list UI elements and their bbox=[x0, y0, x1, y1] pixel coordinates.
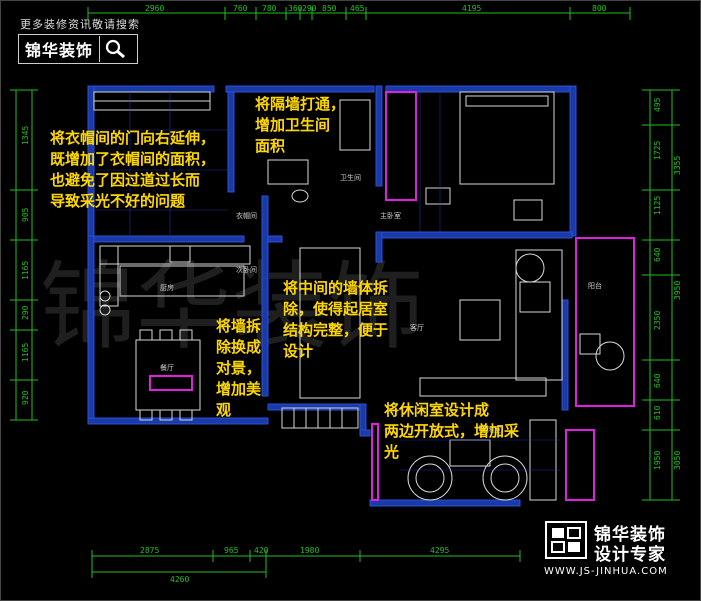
dim-right-7: 640 bbox=[653, 373, 662, 388]
dimension-bottom-labels: 2875 965 420 1980 4295 4260 bbox=[140, 546, 449, 584]
dim-left-3: 290 bbox=[21, 305, 30, 320]
room-label-balcony: 阳台 bbox=[588, 281, 602, 290]
dim-right-3: 1125 bbox=[653, 196, 662, 215]
dim-left-4: 1165 bbox=[21, 343, 30, 362]
furniture bbox=[93, 91, 625, 501]
dimension-left-labels: 1345 905 1165 290 1165 920 bbox=[21, 126, 30, 405]
note-leisure-room: 将休闲室设计成 两边开放式，增加采 光 bbox=[384, 401, 520, 461]
dim-right-6: 2350 bbox=[653, 311, 662, 330]
dim-right-2: 3355 bbox=[673, 156, 682, 175]
dimension-left bbox=[10, 89, 38, 421]
dim-top-6: 465 bbox=[350, 4, 365, 13]
dim-right-10: 3050 bbox=[673, 451, 682, 470]
dim-bottom-0: 2875 bbox=[140, 546, 159, 555]
floor-grid bbox=[94, 92, 560, 471]
search-icon[interactable] bbox=[99, 36, 130, 62]
room-label-leisure: 休闲室 bbox=[480, 425, 501, 434]
dimension-right bbox=[642, 89, 680, 501]
note-screen-wall: 将墙拆 除换成 对景， 增加美 观 bbox=[216, 317, 262, 419]
company-logo-icon bbox=[545, 521, 587, 559]
note-wardrobe: 将衣帽间的门向右延伸， 既增加了衣帽间的面积， 也避免了因过道过长而 导致采光不… bbox=[50, 129, 216, 210]
room-label-living: 客厅 bbox=[410, 323, 424, 332]
dim-left-1: 905 bbox=[21, 207, 30, 222]
footer-brand: 锦华装饰 设计专家 WWW.JS-JINHUA.COM bbox=[544, 520, 694, 580]
dim-left-0: 1345 bbox=[21, 126, 30, 145]
balcony-outlines bbox=[149, 91, 635, 501]
dim-right-5: 3950 bbox=[673, 281, 682, 300]
dim-top-0: 2960 bbox=[145, 4, 164, 13]
footer-brand-line2: 设计专家 bbox=[594, 545, 666, 565]
dim-bottom-1: 965 bbox=[224, 546, 239, 555]
dimension-top bbox=[87, 7, 631, 20]
footer-url[interactable]: WWW.JS-JINHUA.COM bbox=[544, 566, 668, 577]
dim-bottom-3: 1980 bbox=[300, 546, 319, 555]
dim-top-5: 850 bbox=[322, 4, 337, 13]
room-label-bathroom: 卫生间 bbox=[340, 173, 361, 182]
room-labels: 衣帽间 卫生间 主卧室 厨房 餐厅 客厅 阳台 休闲室 次卧间 bbox=[160, 173, 602, 434]
dim-top-3: 360 bbox=[288, 4, 303, 13]
dim-right-9: 1950 bbox=[653, 451, 662, 470]
brand-search-box[interactable]: 锦华装饰 bbox=[18, 34, 138, 64]
note-living-wall: 将中间的墙体拆 除，使得起居室 结构完整，便于 设计 bbox=[283, 279, 389, 360]
dim-top-7: 4195 bbox=[462, 4, 481, 13]
dimension-right-labels: 495 1725 3355 1125 640 3950 2350 640 610… bbox=[653, 97, 682, 470]
dimension-top-labels: 2960 760 780 360 290 850 465 4195 800 bbox=[145, 4, 607, 13]
dim-right-0: 495 bbox=[653, 97, 662, 112]
room-label-wardrobe: 衣帽间 bbox=[236, 211, 257, 220]
room-label-second: 次卧间 bbox=[236, 265, 257, 274]
dim-bottom-total: 4260 bbox=[170, 575, 189, 584]
dim-left-2: 1165 bbox=[21, 261, 30, 280]
dim-right-4: 640 bbox=[653, 247, 662, 262]
brand-name: 锦华装饰 bbox=[25, 41, 94, 60]
dim-right-8: 610 bbox=[653, 405, 662, 420]
room-label-dining: 餐厅 bbox=[160, 363, 174, 372]
room-label-kitchen: 厨房 bbox=[160, 283, 174, 292]
note-bathroom: 将隔墙打通， 增加卫生间 面积 bbox=[255, 95, 346, 155]
dim-bottom-2: 420 bbox=[254, 546, 269, 555]
dimension-bottom bbox=[91, 550, 521, 578]
dim-top-8: 800 bbox=[592, 4, 607, 13]
dim-bottom-4: 4295 bbox=[430, 546, 449, 555]
dim-left-5: 920 bbox=[21, 390, 30, 405]
footer-brand-line1: 锦华装饰 bbox=[594, 525, 666, 545]
room-label-master: 主卧室 bbox=[380, 211, 401, 220]
walls bbox=[87, 85, 577, 507]
dim-right-1: 1725 bbox=[653, 141, 662, 160]
dim-top-4: 290 bbox=[302, 4, 317, 13]
search-caption: 更多装修资讯敬请搜索 bbox=[20, 18, 140, 31]
dim-top-2: 780 bbox=[262, 4, 277, 13]
dim-top-1: 760 bbox=[233, 4, 248, 13]
